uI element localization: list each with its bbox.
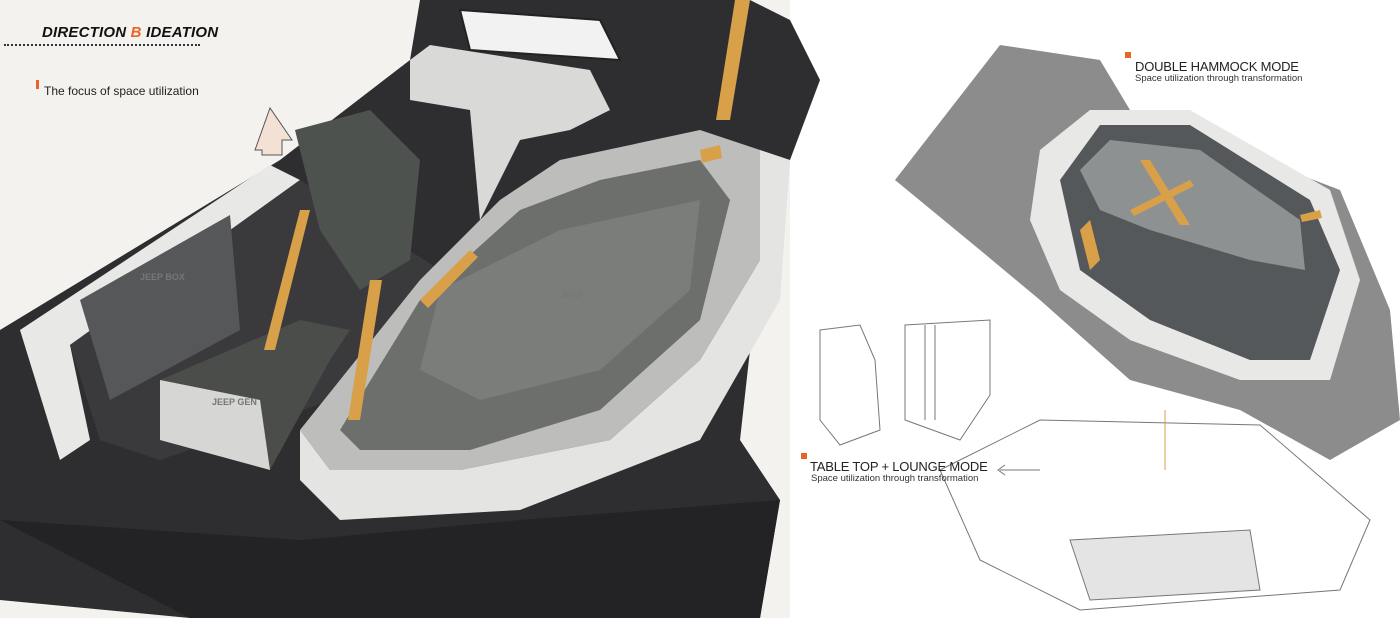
storage-panel bbox=[80, 215, 240, 400]
illustration-label-jeep-gen: JEEP GEN bbox=[212, 397, 257, 407]
dashboard bbox=[410, 45, 610, 220]
mode-title-double-hammock: DOUBLE HAMMOCK MODE bbox=[1135, 59, 1299, 74]
title-prefix: DIRECTION bbox=[42, 24, 131, 41]
title-underline bbox=[4, 44, 200, 46]
title-suffix: IDEATION bbox=[141, 24, 219, 41]
dash-window bbox=[458, 8, 622, 62]
illustration-label-jeep: JEEP bbox=[560, 290, 583, 300]
bed-seat-cushion bbox=[420, 200, 700, 400]
table-top-lounge-sketch bbox=[819, 319, 1371, 611]
seat-box-front bbox=[160, 380, 270, 470]
straps bbox=[264, 0, 750, 420]
shell-light-rim bbox=[20, 165, 300, 460]
front-rim bbox=[300, 150, 790, 520]
front-lower bbox=[0, 500, 780, 618]
double-hammock-illustration bbox=[895, 45, 1400, 460]
subtitle-marker bbox=[36, 80, 39, 89]
mode-marker bbox=[1125, 52, 1131, 58]
mode-subtitle-table-top-lounge: Space utilization through transformation bbox=[811, 473, 979, 484]
illustration-label-jeep-box: JEEP BOX bbox=[140, 272, 185, 282]
up-arrow-icon bbox=[254, 106, 293, 156]
title-accent: B bbox=[130, 24, 142, 41]
mode-marker bbox=[801, 453, 807, 459]
page-subtitle: The focus of space utilization bbox=[44, 84, 199, 98]
page-title: DIRECTION B IDEATION bbox=[42, 24, 218, 41]
mode-subtitle-double-hammock: Space utilization through transformation bbox=[1135, 73, 1303, 84]
folding-seat-back bbox=[295, 110, 420, 290]
mode-title-table-top-lounge: TABLE TOP + LOUNGE MODE bbox=[810, 459, 988, 474]
